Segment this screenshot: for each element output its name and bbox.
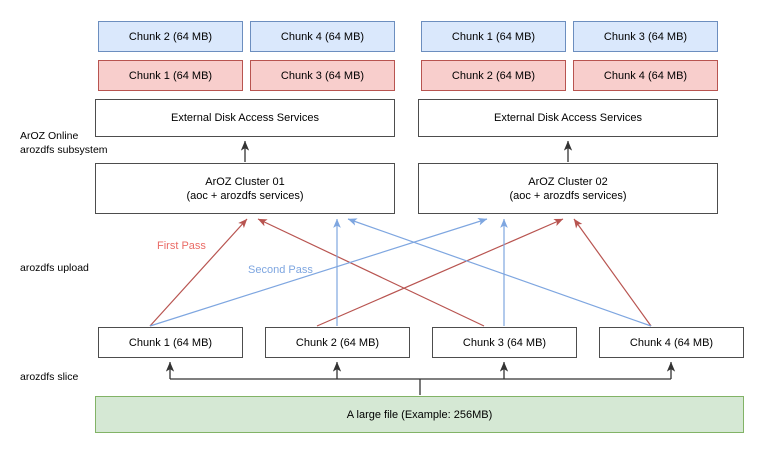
external-disk-access-services-2: External Disk Access Services: [418, 99, 718, 137]
replica-box-blue-4: Chunk 3 (64 MB): [573, 21, 718, 52]
first-pass-arrows: [149, 218, 652, 327]
replica-box-red-3: Chunk 2 (64 MB): [421, 60, 566, 91]
stage-label-upload: arozdfs upload: [20, 262, 89, 274]
source-chunk-4: Chunk 4 (64 MB): [599, 327, 744, 358]
second-pass-label: Second Pass: [248, 264, 313, 276]
aroz-cluster-02: ArOZ Cluster 02 (aoc + arozdfs services): [418, 163, 718, 214]
replica-box-red-1: Chunk 1 (64 MB): [98, 60, 243, 91]
stage-label-subsystem: ArOZ Online arozdfs subsystem: [20, 130, 108, 156]
replica-box-red-2: Chunk 3 (64 MB): [250, 60, 395, 91]
source-chunk-3: Chunk 3 (64 MB): [432, 327, 577, 358]
source-chunk-2: Chunk 2 (64 MB): [265, 327, 410, 358]
slice-bus: [165, 361, 676, 395]
stage-label-slice: arozdfs slice: [20, 371, 79, 383]
source-chunk-1: Chunk 1 (64 MB): [98, 327, 243, 358]
replica-box-red-4: Chunk 4 (64 MB): [573, 60, 718, 91]
second-pass-arrows: [149, 218, 652, 327]
source-large-file: A large file (Example: 256MB): [95, 396, 744, 433]
replica-box-blue-2: Chunk 4 (64 MB): [250, 21, 395, 52]
replica-box-blue-3: Chunk 1 (64 MB): [421, 21, 566, 52]
first-pass-label: First Pass: [157, 240, 206, 252]
replica-box-blue-1: Chunk 2 (64 MB): [98, 21, 243, 52]
external-disk-access-services-1: External Disk Access Services: [95, 99, 395, 137]
aroz-cluster-01: ArOZ Cluster 01 (aoc + arozdfs services): [95, 163, 395, 214]
